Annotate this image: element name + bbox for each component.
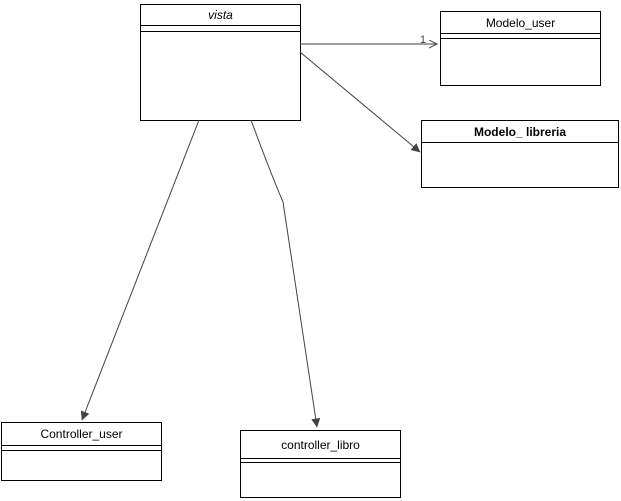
methods-compartment: [2, 451, 161, 480]
class-title-modelo-user: Modelo_user: [441, 12, 600, 34]
class-title-modelo-libreria: Modelo_ libreria: [422, 121, 618, 143]
methods-compartment: [441, 39, 600, 85]
class-box-controller-user[interactable]: Controller_user: [1, 422, 162, 481]
class-box-controller-libro[interactable]: controller_libro: [240, 430, 401, 498]
class-title-controller-user: Controller_user: [2, 423, 161, 446]
class-box-modelo-user[interactable]: Modelo_user: [440, 11, 601, 86]
attributes-compartment: [241, 459, 400, 463]
attributes-compartment: [2, 446, 161, 451]
attributes-compartment: [441, 34, 600, 39]
class-title-controller-libro: controller_libro: [241, 431, 400, 459]
edge-vista-to-controller-user[interactable]: [80, 119, 200, 421]
class-title-vista: vista: [141, 5, 300, 26]
edge-vista-to-controller-libro[interactable]: [250, 119, 321, 428]
methods-compartment: [241, 463, 400, 497]
methods-compartment: [141, 32, 300, 120]
edge-multiplicity-label: 1: [420, 34, 426, 46]
attributes-compartment: [141, 26, 300, 32]
methods-compartment: [422, 143, 618, 187]
edge-vista-to-modelo-libreria[interactable]: [299, 51, 421, 153]
class-box-modelo-libreria[interactable]: Modelo_ libreria: [421, 120, 619, 188]
class-box-vista[interactable]: vista: [140, 4, 301, 121]
